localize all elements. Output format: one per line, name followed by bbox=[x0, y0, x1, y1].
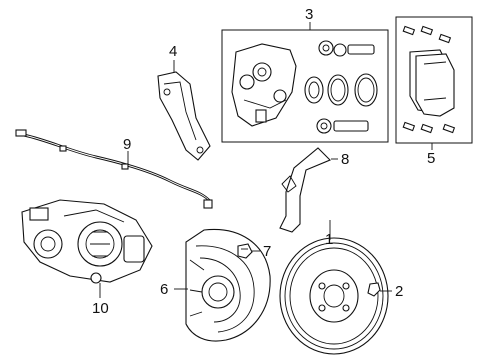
caliper-body bbox=[231, 43, 297, 127]
pads-kit-box bbox=[395, 16, 473, 144]
dust-shield bbox=[185, 228, 271, 342]
caliper-seals bbox=[304, 40, 378, 134]
brake-rotor bbox=[279, 237, 389, 355]
caliper-bracket bbox=[157, 71, 211, 161]
callout-1: 1 bbox=[325, 231, 334, 248]
callout-7: 7 bbox=[263, 243, 272, 260]
caliper-kit-box bbox=[221, 29, 389, 143]
callout-6: 6 bbox=[160, 281, 169, 298]
stud-bolt bbox=[237, 243, 253, 259]
abs-sensor-wire bbox=[15, 129, 213, 209]
brake-hose bbox=[279, 147, 331, 233]
callout-5: 5 bbox=[427, 150, 436, 167]
callout-4: 4 bbox=[169, 43, 178, 60]
callout-2: 2 bbox=[395, 283, 404, 300]
callout-8: 8 bbox=[341, 151, 350, 168]
wheel-stud bbox=[367, 282, 381, 297]
callout-10: 10 bbox=[92, 300, 109, 317]
parking-brake-motor bbox=[21, 199, 153, 284]
callout-3: 3 bbox=[305, 6, 314, 23]
callout-9: 9 bbox=[123, 136, 132, 153]
brake-pad-set bbox=[402, 25, 456, 134]
